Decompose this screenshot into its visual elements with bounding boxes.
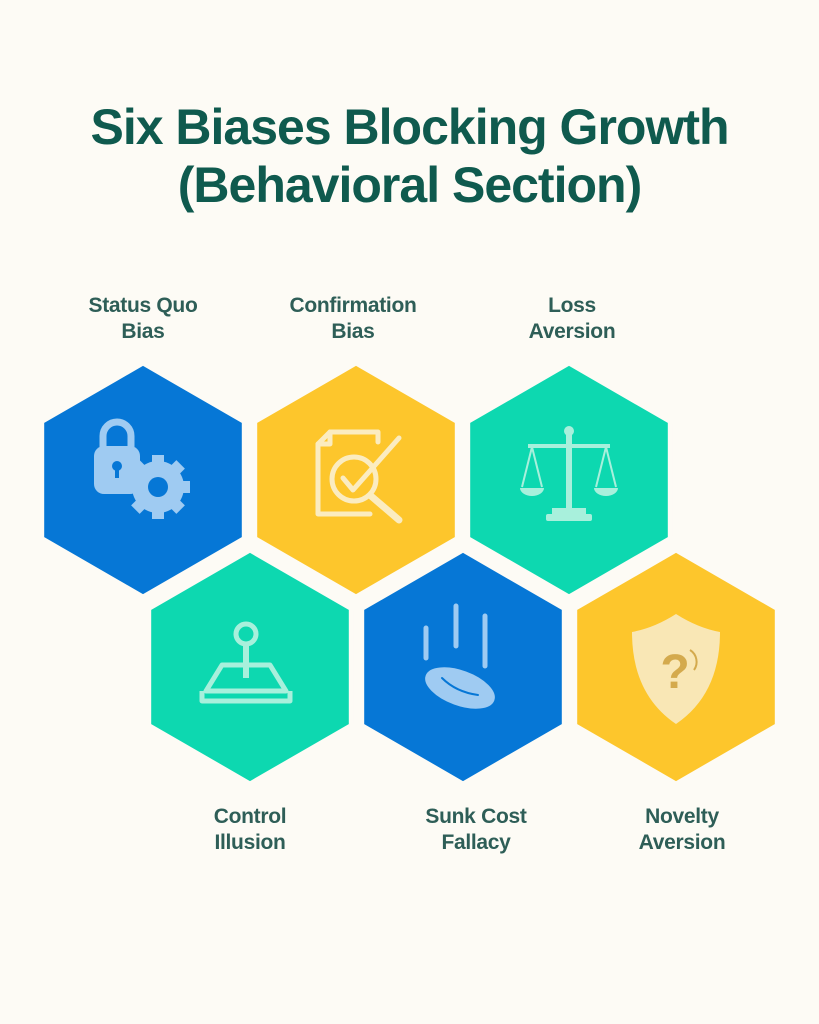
- joystick-icon: [199, 621, 293, 704]
- label-line: Sunk Cost: [425, 805, 527, 828]
- label-line: Novelty: [645, 805, 719, 828]
- document-magnifier-check-icon: [315, 429, 403, 524]
- label-line: Confirmation: [289, 294, 417, 317]
- lock-gear-icon: [94, 418, 190, 519]
- gear-tooth: [167, 460, 185, 478]
- title-line-1: Six Biases Blocking Growth: [90, 99, 729, 155]
- gear-tooth: [126, 481, 138, 493]
- label-line: Bias: [331, 320, 375, 343]
- label-line: Aversion: [638, 831, 726, 854]
- gear-tooth: [131, 460, 149, 478]
- svg-text:?: ?: [660, 646, 689, 699]
- gear-tooth: [152, 455, 164, 467]
- gear-tooth: [152, 507, 164, 519]
- label-line: Bias: [121, 320, 165, 343]
- balance-scale-icon: [520, 426, 618, 521]
- label-line: Aversion: [528, 320, 616, 343]
- label-line: Status Quo: [88, 294, 198, 317]
- hexagon-confirmation: [252, 360, 460, 600]
- label-line: Control: [213, 805, 287, 828]
- label-line: Fallacy: [441, 831, 511, 854]
- gear-tooth: [167, 496, 185, 514]
- shield-question-icon: ?: [632, 614, 720, 724]
- label-line: Loss: [548, 294, 596, 317]
- label-line: Illusion: [214, 831, 286, 854]
- falling-coin-icon: [423, 603, 495, 709]
- gear-tooth: [131, 496, 149, 514]
- page-title: Six Biases Blocking Growth (Behavioral S…: [0, 98, 819, 214]
- title-line-2: (Behavioral Section): [177, 157, 642, 213]
- hexagon-sunk-cost: [359, 547, 567, 787]
- gear-tooth: [178, 481, 190, 493]
